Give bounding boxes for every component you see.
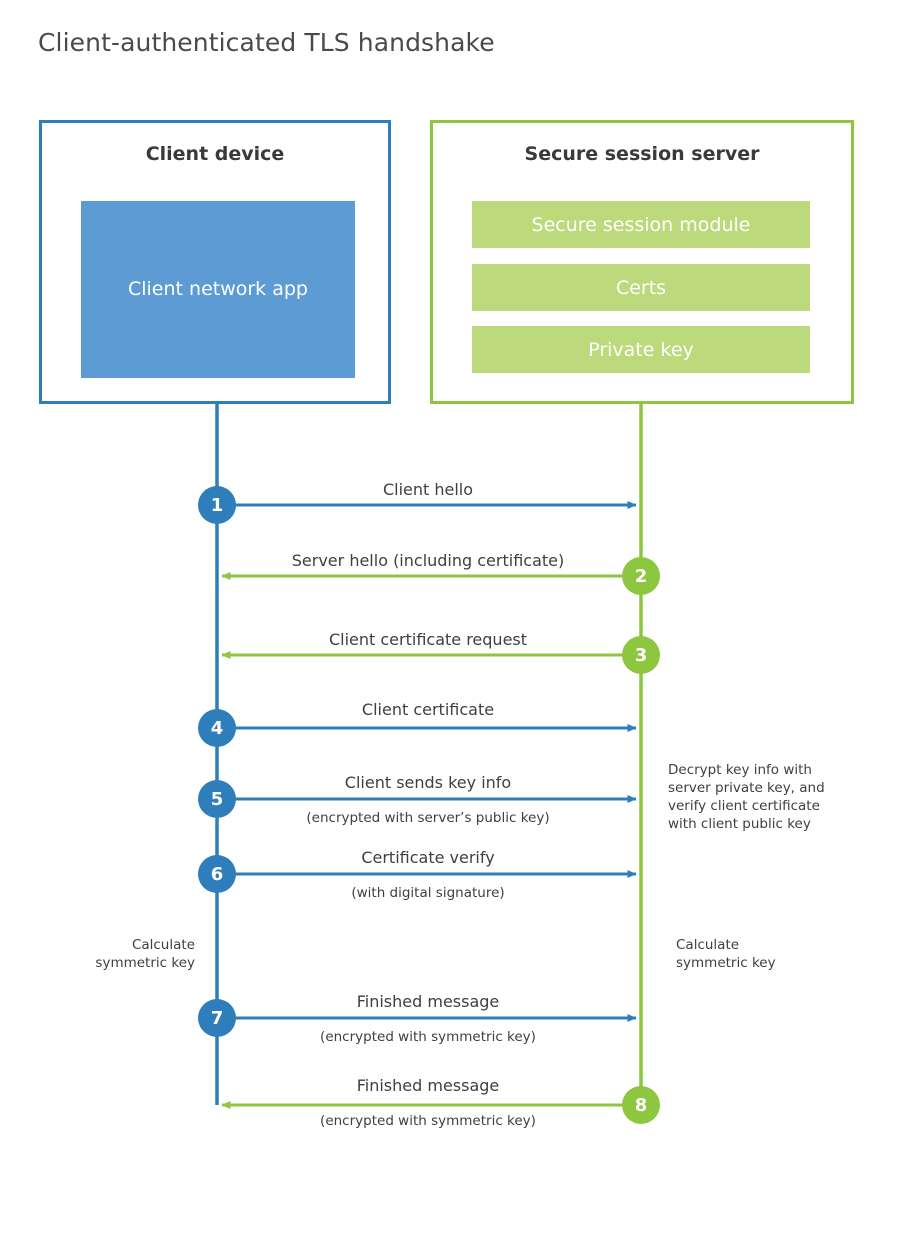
- message-sublabel-7: (encrypted with symmetric key): [320, 1029, 536, 1045]
- client-device-title: Client device: [145, 143, 285, 165]
- client-network-app-block: Client network app: [81, 201, 355, 378]
- message-sublabel-5: (encrypted with server’s public key): [306, 810, 550, 826]
- server-decrypt-note-line-3: verify client certificate: [668, 798, 820, 814]
- message-label-3: Client certificate request: [328, 630, 528, 649]
- secure-session-server-title: Secure session server: [524, 143, 760, 165]
- step-circle-4[interactable]: 4: [198, 709, 236, 747]
- client-calculate-note-line-1: Calculate: [131, 937, 195, 953]
- message-label-8: Finished message: [356, 1076, 500, 1095]
- message-label-6: Certificate verify: [361, 848, 495, 867]
- step-circle-1[interactable]: 1: [198, 486, 236, 524]
- server-component-secure-session-module: Secure session module: [472, 201, 810, 248]
- server-decrypt-note: Decrypt key info with server private key…: [668, 761, 843, 833]
- message-sublabel-6: (with digital signature): [351, 885, 505, 901]
- server-calculate-note-line-1: Calculate: [676, 937, 740, 953]
- message-label-7: Finished message: [356, 992, 500, 1011]
- client-calculate-symmetric-key-note: Calculate symmetric key: [40, 936, 195, 972]
- step-circle-5[interactable]: 5: [198, 780, 236, 818]
- message-label-5: Client sends key info: [344, 773, 512, 792]
- server-calculate-note-line-2: symmetric key: [676, 955, 776, 971]
- server-component-private-key: Private key: [472, 326, 810, 373]
- page-title: Client-authenticated TLS handshake: [38, 28, 495, 57]
- server-component-certs: Certs: [472, 264, 810, 311]
- step-circle-2[interactable]: 2: [622, 557, 660, 595]
- message-label-2: Server hello (including certificate): [291, 551, 565, 570]
- client-calculate-note-line-2: symmetric key: [95, 955, 195, 971]
- message-label-1: Client hello: [382, 480, 474, 499]
- server-calculate-symmetric-key-note: Calculate symmetric key: [676, 936, 846, 972]
- step-circle-8[interactable]: 8: [622, 1086, 660, 1124]
- secure-session-server-box: Secure session server Secure session mod…: [430, 120, 854, 404]
- step-circle-7[interactable]: 7: [198, 999, 236, 1037]
- server-decrypt-note-line-4: with client public key: [668, 816, 811, 832]
- server-decrypt-note-line-2: server private key, and: [668, 780, 825, 796]
- step-circle-6[interactable]: 6: [198, 855, 236, 893]
- server-decrypt-note-line-1: Decrypt key info with: [668, 762, 812, 778]
- client-device-box: Client device Client network app: [39, 120, 391, 404]
- step-circle-3[interactable]: 3: [622, 636, 660, 674]
- message-label-4: Client certificate: [361, 700, 495, 719]
- message-sublabel-8: (encrypted with symmetric key): [320, 1113, 536, 1129]
